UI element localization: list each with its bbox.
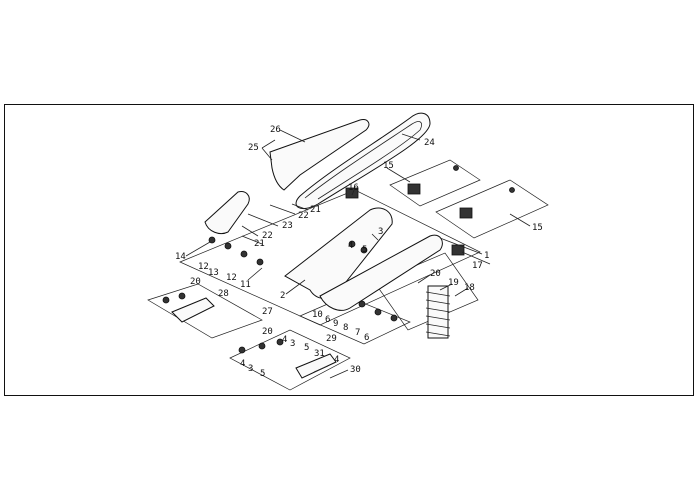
shock-group-outline — [374, 252, 479, 331]
bearing-group-outline-upper — [389, 159, 481, 207]
link-arm-28 — [171, 297, 215, 323]
label-30: 30 — [350, 365, 361, 375]
swingarm-group-outline — [179, 189, 481, 326]
label-20-left-lower: 20 — [262, 327, 273, 337]
label-12-upper: 12 — [198, 262, 209, 272]
diagram-frame — [4, 104, 694, 396]
label-5-link-lower: 5 — [260, 369, 265, 379]
bearing-15-upper — [407, 183, 421, 195]
label-25: 25 — [248, 143, 259, 153]
chain-guard — [269, 119, 370, 191]
bearing-15-lower — [459, 207, 473, 219]
label-4-link-lower: 4 — [240, 359, 245, 369]
label-3-link-lower: 3 — [248, 364, 253, 374]
label-15-lower: 15 — [532, 223, 543, 233]
label-3-upper: 3 — [378, 227, 383, 237]
linkage-group-outline-lower — [229, 329, 351, 391]
label-13: 13 — [208, 268, 219, 278]
label-26: 26 — [270, 125, 281, 135]
label-20-left-upper: 20 — [190, 277, 201, 287]
label-21-lower: 21 — [254, 239, 265, 249]
label-19: 19 — [448, 278, 459, 288]
label-17: 17 — [472, 261, 483, 271]
label-6-upper: 6 — [325, 315, 330, 325]
label-4-link-right: 4 — [334, 355, 339, 365]
label-28: 28 — [218, 289, 229, 299]
fasteners — [162, 165, 515, 354]
label-1: 1 — [484, 251, 489, 261]
label-24: 24 — [424, 138, 435, 148]
label-27: 27 — [262, 307, 273, 317]
label-5-link-upper: 5 — [304, 343, 309, 353]
label-4-upper: 4 — [348, 241, 353, 251]
bearing-group-outline-lower — [435, 179, 549, 239]
label-6-lower: 6 — [364, 333, 369, 343]
label-11: 11 — [240, 280, 251, 290]
label-16: 16 — [348, 183, 359, 193]
label-14: 14 — [175, 252, 186, 262]
drive-chain — [295, 112, 431, 209]
label-9: 9 — [333, 319, 338, 329]
label-7: 7 — [355, 328, 360, 338]
label-15-upper: 15 — [383, 161, 394, 171]
linkage-group-outline-upper — [147, 283, 263, 339]
label-2: 2 — [280, 291, 285, 301]
chain-slider — [204, 191, 250, 235]
label-29: 29 — [326, 334, 337, 344]
part-labels: 26 25 24 15 16 21 22 23 22 21 14 12 13 1… — [175, 125, 543, 379]
leader-lines — [185, 129, 531, 379]
label-5-upper: 5 — [362, 245, 367, 255]
label-3-link-upper: 3 — [290, 339, 295, 349]
label-10: 10 — [312, 310, 323, 320]
drive-chain-inner — [304, 121, 422, 200]
label-8: 8 — [343, 323, 348, 333]
swing-arm-right — [319, 234, 443, 311]
label-20-right: 20 — [430, 269, 441, 279]
label-22-upper: 22 — [298, 211, 309, 221]
label-23: 23 — [282, 221, 293, 231]
label-21-upper: 21 — [310, 205, 321, 215]
label-22-lower: 22 — [262, 231, 273, 241]
label-12-lower: 12 — [226, 273, 237, 283]
link-arm-lower — [295, 353, 337, 379]
shock-spring — [425, 291, 451, 337]
label-4-link-upper: 4 — [282, 335, 287, 345]
label-31: 31 — [314, 349, 325, 359]
swing-arm — [284, 207, 393, 299]
label-18: 18 — [464, 283, 475, 293]
part-16-block — [345, 187, 359, 199]
